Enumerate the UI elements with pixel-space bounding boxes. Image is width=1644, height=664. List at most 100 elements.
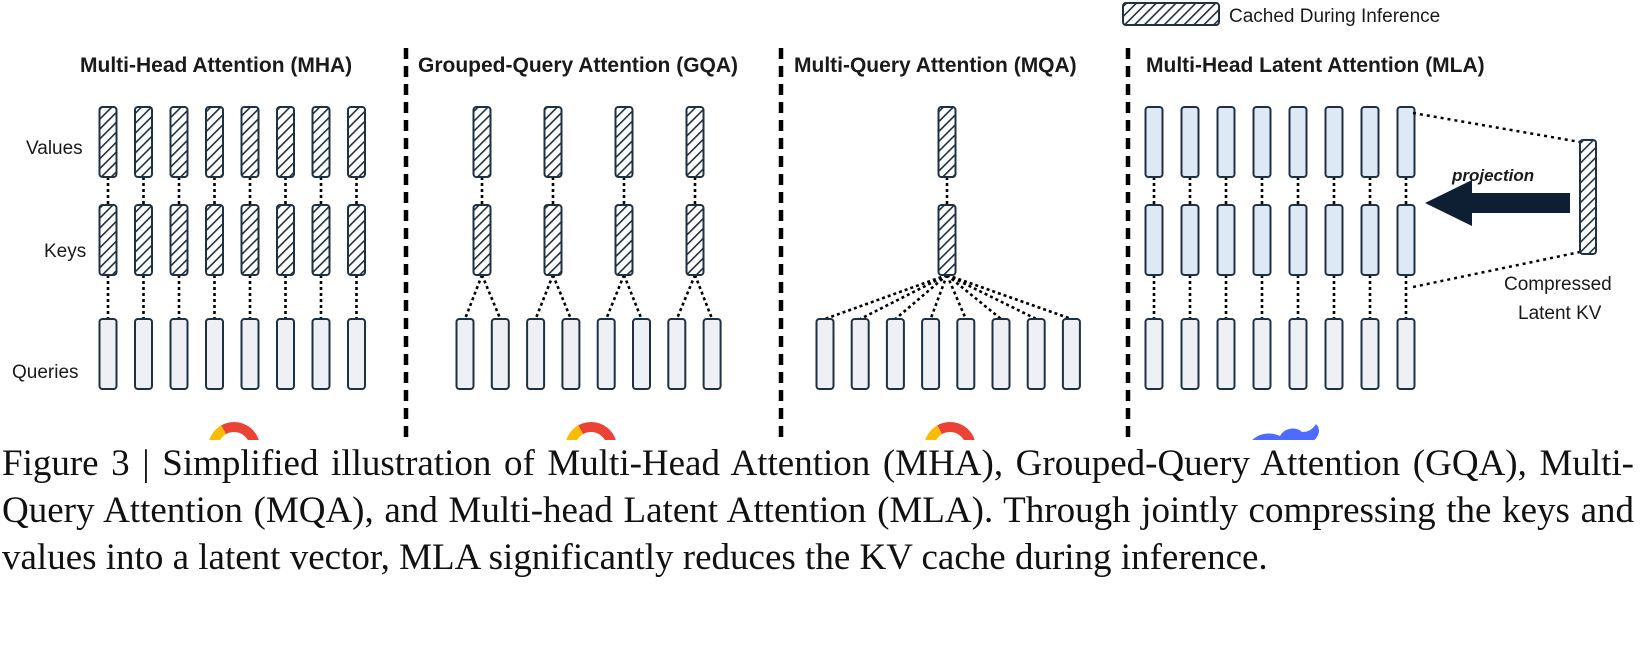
query-head (490, 318, 510, 390)
projection-arrow (1425, 180, 1570, 226)
key-head-cached (347, 204, 366, 276)
key-head (1252, 204, 1272, 276)
connection-line (534, 274, 555, 320)
key-head-cached (134, 204, 153, 276)
legend-swatch (1122, 2, 1220, 26)
query-head (526, 318, 546, 390)
google-logo (925, 422, 975, 440)
query-head (347, 318, 366, 390)
value-head (1396, 106, 1416, 178)
query-head (561, 318, 581, 390)
connection-line (480, 274, 502, 320)
key-head (1180, 204, 1200, 276)
query-head (1396, 318, 1416, 390)
key-head (1216, 204, 1236, 276)
query-head (815, 318, 835, 390)
key-head-cached (276, 204, 295, 276)
value-head (1252, 106, 1272, 178)
key-head-cached (937, 204, 957, 276)
google-logo (566, 422, 616, 440)
query-head (276, 318, 295, 390)
value-head-cached (543, 106, 563, 178)
query-head (311, 318, 331, 390)
query-head (1216, 318, 1236, 390)
latent-label-line2: Latent KV (1518, 303, 1602, 324)
connection-line (945, 274, 967, 320)
key-head (1396, 204, 1416, 276)
row-label-queries: Queries (12, 362, 79, 383)
key-head-cached (685, 204, 705, 276)
query-head (667, 318, 687, 390)
value-head-cached (472, 106, 492, 178)
query-head (1288, 318, 1308, 390)
key-head-cached (205, 204, 224, 276)
query-head (1180, 318, 1200, 390)
key-head-cached (169, 204, 189, 276)
value-head (1216, 106, 1236, 178)
attention-diagram: Cached During Inference Multi-Head Atten… (12, 2, 1612, 440)
value-head-cached (134, 106, 153, 178)
mla-latent-group: projection Compressed Latent KV (1412, 111, 1612, 324)
latent-label-line1: Compressed (1504, 274, 1612, 295)
connection-line (946, 273, 1072, 321)
query-head (921, 318, 941, 390)
value-head (1360, 106, 1380, 178)
query-head (885, 318, 905, 390)
value-head (1324, 106, 1344, 178)
key-head (1324, 204, 1344, 276)
query-head (1252, 318, 1272, 390)
key-head-cached (240, 204, 260, 276)
row-label-keys: Keys (44, 241, 86, 262)
latent-guide-bottom (1412, 250, 1581, 289)
connection-line (693, 274, 714, 320)
key-head-cached (614, 204, 634, 276)
query-head (991, 318, 1011, 390)
query-head (455, 318, 475, 390)
query-head (240, 318, 260, 390)
attention-heads (98, 106, 1416, 390)
figure-caption: Figure 3 | Simplified illustration of Mu… (2, 443, 1634, 578)
query-head (850, 318, 870, 390)
value-head (1144, 106, 1164, 178)
panel-title-mqa: Multi-Query Attention (MQA) (794, 54, 1077, 77)
query-head (134, 318, 153, 390)
panel-separators (403, 48, 1131, 438)
connection-line (824, 273, 948, 321)
value-head-cached (347, 106, 366, 178)
value-head-cached (614, 106, 634, 178)
query-head (702, 318, 722, 390)
value-head-cached (169, 106, 189, 178)
value-head-cached (685, 106, 705, 178)
query-head (632, 318, 651, 390)
panel-title-mla: Multi-Head Latent Attention (MLA) (1146, 54, 1485, 77)
key-head-cached (472, 204, 492, 276)
value-head-cached (205, 106, 224, 178)
query-head (596, 318, 616, 390)
query-head (1324, 318, 1344, 390)
value-head-cached (276, 106, 295, 178)
key-head (1144, 204, 1164, 276)
connection-line (859, 273, 948, 321)
projection-label: projection (1451, 166, 1534, 185)
value-head (1288, 106, 1308, 178)
key-head (1360, 204, 1380, 276)
connection-line (894, 274, 948, 320)
connection-line (551, 274, 573, 320)
connection-line (675, 274, 697, 320)
query-head (1026, 318, 1046, 390)
connection-line (622, 274, 643, 320)
legend: Cached During Inference (1122, 2, 1440, 27)
deepseek-whale-logo (1252, 424, 1319, 440)
query-head (1061, 318, 1081, 390)
value-head-cached (240, 106, 260, 178)
connection-line (604, 274, 626, 320)
value-head-cached (311, 106, 331, 178)
latent-guide-top (1412, 111, 1581, 144)
compressed-latent-kv (1579, 139, 1597, 255)
row-label-values: Values (26, 138, 83, 159)
key-head (1288, 204, 1308, 276)
query-head (98, 318, 118, 390)
panel-title-gqa: Grouped-Query Attention (GQA) (418, 54, 738, 77)
key-head-cached (311, 204, 331, 276)
panel-title-mha: Multi-Head Attention (MHA) (80, 54, 352, 77)
